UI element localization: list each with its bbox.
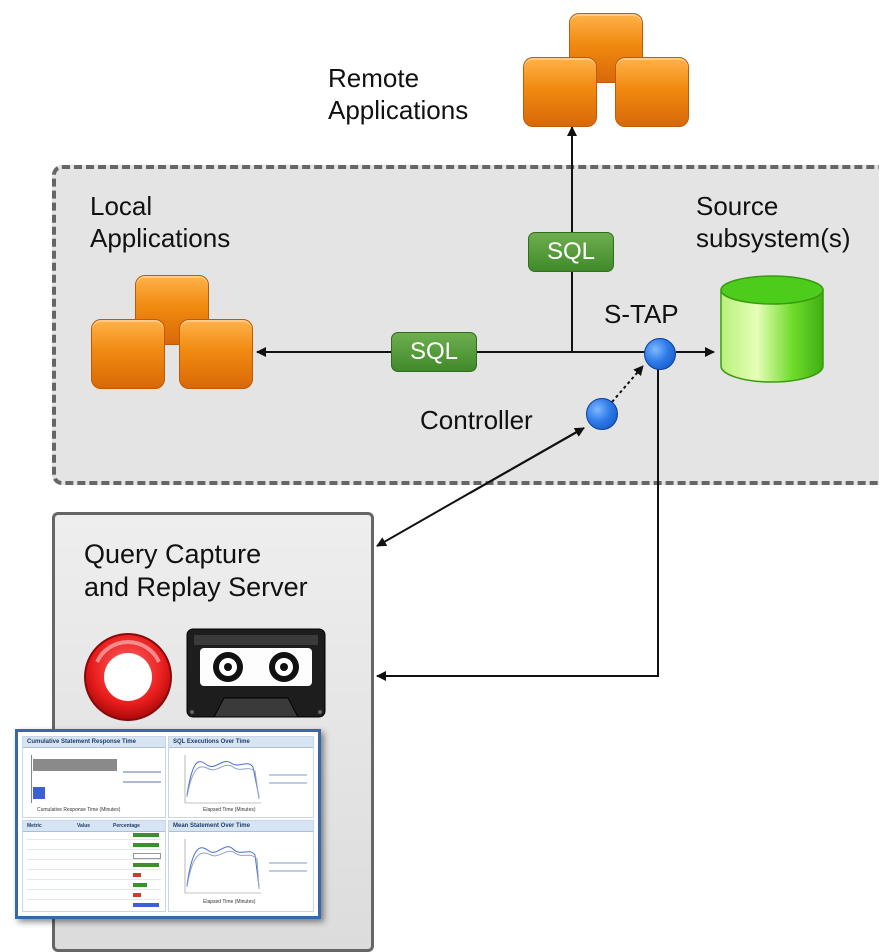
report-panel-metrics-table: Metric Value Percentage bbox=[22, 820, 166, 912]
remote-apps-icon bbox=[523, 13, 689, 127]
stap-label: S-TAP bbox=[604, 299, 679, 329]
stap-dot bbox=[644, 338, 676, 370]
report-panel-mean-statement: Mean Statement Over Time Elapsed Time (M… bbox=[168, 820, 314, 912]
cassette-tape-icon bbox=[186, 628, 326, 718]
local-apps-icon bbox=[91, 275, 253, 389]
record-button-icon bbox=[84, 633, 172, 721]
stap-to-server-line bbox=[376, 366, 659, 681]
controller-label: Controller bbox=[420, 405, 533, 435]
database-icon bbox=[720, 275, 824, 383]
remote-apps-label: Remote Applications bbox=[328, 63, 469, 125]
report-panel-response-time: Cumulative Statement Response Time Cumul… bbox=[22, 736, 166, 818]
sql-badge-local: SQL bbox=[391, 332, 477, 372]
report-panel-executions: SQL Executions Over Time Elapsed Time (M… bbox=[168, 736, 314, 818]
local-apps-label: Local Applications bbox=[90, 191, 231, 253]
sql-badge-remote: SQL bbox=[528, 232, 614, 272]
source-subsystem-label: Source subsystem(s) bbox=[696, 191, 851, 253]
controller-dot bbox=[586, 398, 618, 430]
report-screenshot: Cumulative Statement Response Time Cumul… bbox=[15, 729, 321, 919]
controller-to-stap-line bbox=[611, 365, 644, 403]
server-label: Query Capture and Replay Server bbox=[84, 539, 308, 602]
